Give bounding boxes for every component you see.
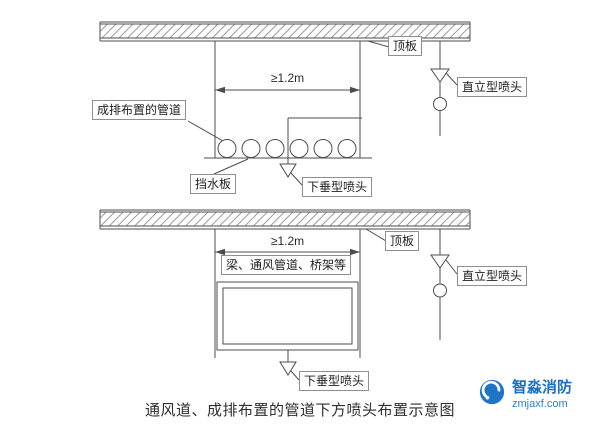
top-upright-sprinkler-label: 直立型喷头 (457, 77, 528, 97)
top-pipe-row (204, 118, 372, 158)
bottom-upright-sprinkler-label: 直立型喷头 (457, 266, 528, 286)
bottom-duct-rectangle (217, 282, 358, 350)
top-dimension-lines (215, 41, 360, 158)
bottom-ceiling-label: 顶板 (385, 231, 420, 251)
top-leader-lines (188, 41, 457, 185)
top-ceiling-label: 顶板 (388, 36, 423, 56)
diagram-caption: 通风道、成排布置的管道下方喷头布置示意图 (144, 402, 455, 419)
bottom-dimension-lines (215, 229, 360, 358)
bottom-dimension-label: ≥1.2m (270, 234, 305, 248)
top-pipes-row-label: 成排布置的管道 (92, 100, 187, 120)
bottom-obstruction-label: 梁、通风管道、桥架等 (221, 255, 352, 275)
bottom-ceiling-slab (100, 210, 470, 229)
top-baffle-label: 挡水板 (190, 174, 237, 194)
watermark-brand: 智淼消防 (512, 379, 573, 396)
bottom-pendent-sprinkler-symbol (280, 350, 296, 375)
bottom-upright-sprinkler-symbol (431, 229, 449, 340)
watermark-site: zmjaxf.com (512, 398, 568, 410)
top-upright-sprinkler-symbol (431, 41, 449, 136)
bottom-pendent-sprinkler-label: 下垂型喷头 (299, 371, 370, 391)
bottom-leader-lines (291, 229, 457, 380)
top-dimension-label: ≥1.2m (270, 71, 305, 85)
watermark: 智淼消防 zmjaxf.com (478, 378, 572, 411)
top-pendent-sprinkler-label: 下垂型喷头 (302, 177, 373, 197)
watermark-swirl-logo-icon (478, 378, 506, 411)
top-pendent-sprinkler-symbol (280, 158, 296, 177)
watermark-text: 智淼消防 zmjaxf.com (512, 378, 572, 411)
